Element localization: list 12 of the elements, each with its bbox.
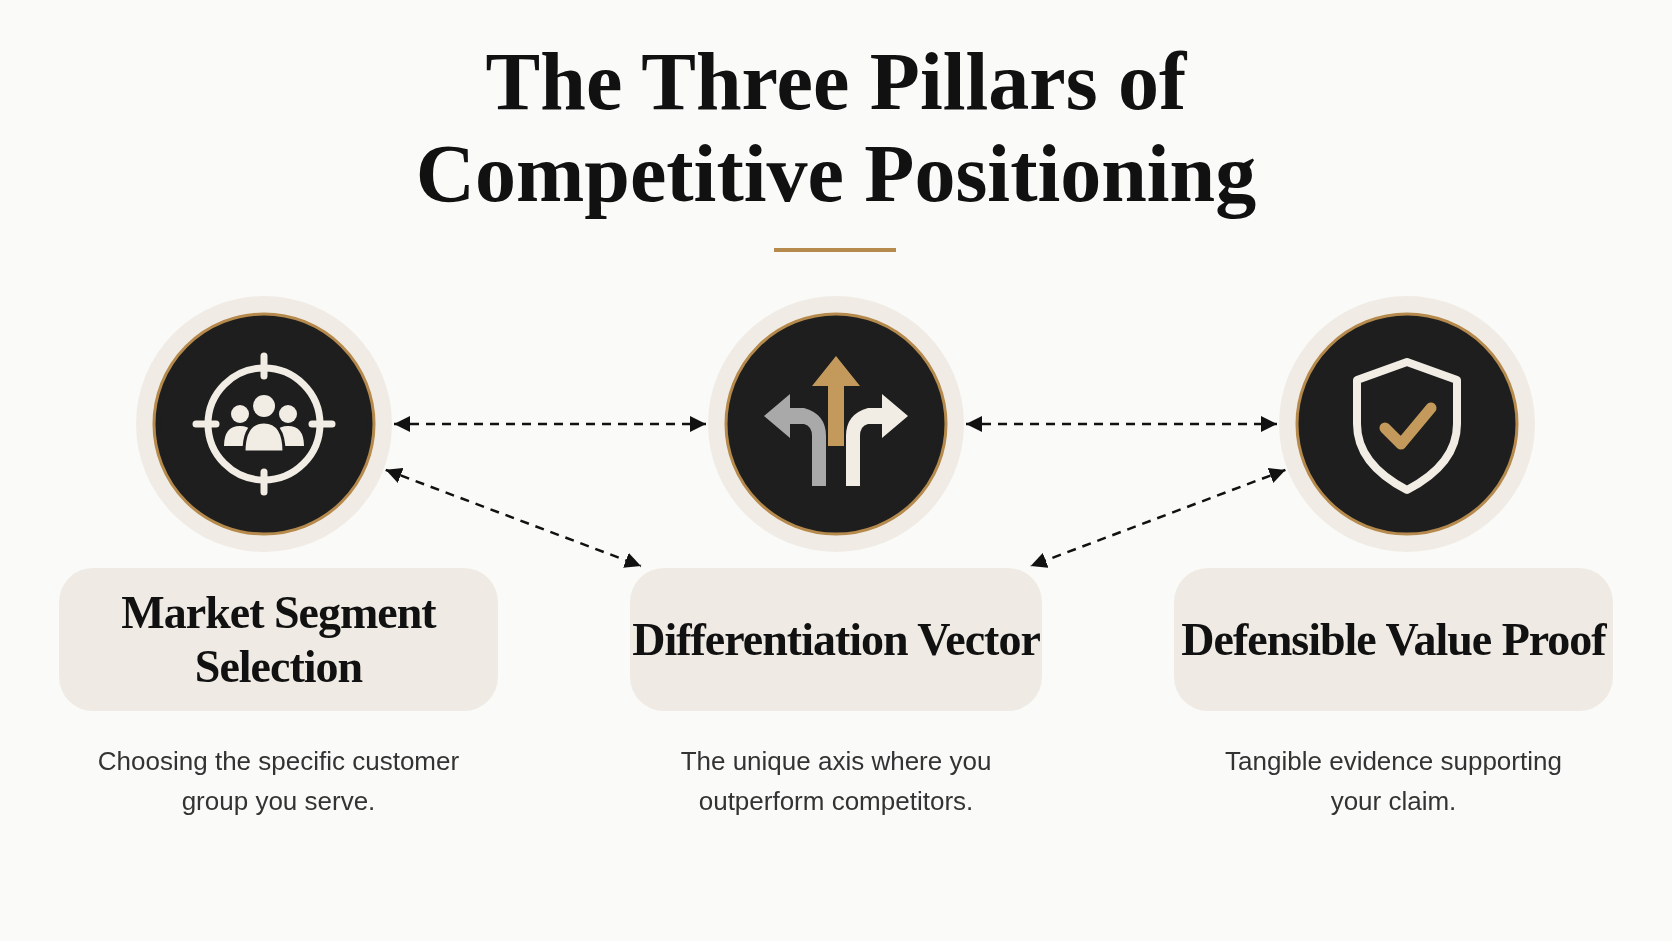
pillar-title: Defensible Value Proof bbox=[1181, 612, 1606, 667]
dashed-arrow bbox=[394, 416, 706, 432]
dashed-arrow bbox=[385, 467, 642, 568]
description-text: The unique axis where you outperform competitors. bbox=[679, 745, 993, 818]
pillar-card bbox=[630, 568, 1042, 711]
pillar-title: Market Segment Selection bbox=[120, 585, 438, 694]
description-text: Choosing the specific customer group you serve. bbox=[96, 745, 461, 818]
pillar-title: Differentiation Vector bbox=[632, 612, 1040, 667]
dashed-arrow bbox=[966, 416, 1277, 432]
description-text: Tangible evidence supporting your claim. bbox=[1224, 745, 1563, 818]
dashed-arrow bbox=[1030, 468, 1286, 568]
title: The Three Pillars of Competitive Positioning bbox=[414, 36, 1258, 220]
